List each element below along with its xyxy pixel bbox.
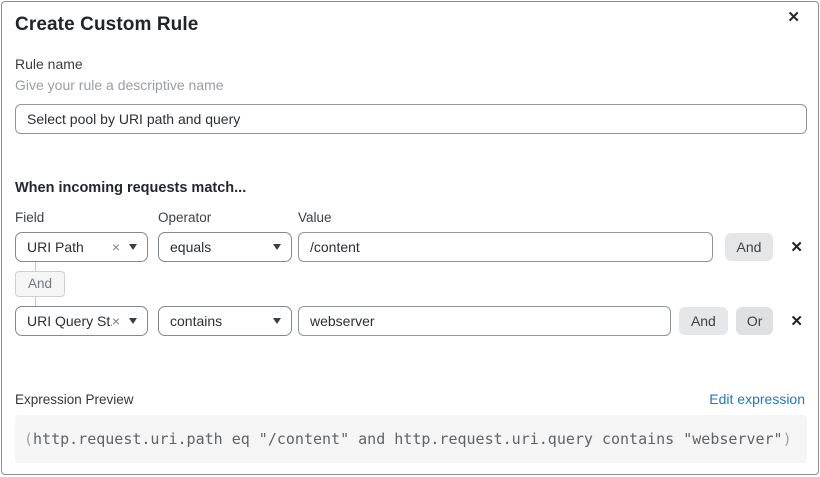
expression-section: Expression Preview Edit expression (http… <box>15 391 807 463</box>
delete-row-icon[interactable]: ✕ <box>790 238 803 256</box>
chevron-down-icon <box>273 244 281 250</box>
clear-icon[interactable]: × <box>111 313 120 329</box>
value-input[interactable] <box>298 306 671 336</box>
expression-body: http.request.uri.path eq "/content" and … <box>33 430 783 448</box>
and-button[interactable]: And <box>724 233 774 261</box>
or-button[interactable]: Or <box>735 307 774 335</box>
dialog-title: Create Custom Rule <box>15 14 199 35</box>
match-heading: When incoming requests match... <box>15 180 247 196</box>
value-column-label: Value <box>298 210 332 225</box>
operator-select[interactable]: contains <box>158 306 292 336</box>
and-connector-badge: And <box>15 271 66 297</box>
column-labels: Field Operator Value <box>15 210 805 226</box>
match-section: When incoming requests match... Field Op… <box>15 179 805 336</box>
operator-select[interactable]: equals <box>158 232 292 262</box>
and-button[interactable]: And <box>678 307 728 335</box>
operator-select-value: equals <box>170 239 212 255</box>
rule-name-label: Rule name <box>15 56 83 72</box>
connector-line <box>35 297 36 306</box>
dialog-header: Create Custom Rule ✕ <box>15 2 805 37</box>
condition-row: URI Query St... × contains And Or ✕ <box>15 306 805 336</box>
condition-row: URI Path × equals And ✕ <box>15 232 805 262</box>
connector-line <box>35 262 36 271</box>
connector: And <box>15 262 805 306</box>
open-paren: ( <box>24 430 34 448</box>
close-paren: ) <box>782 430 792 448</box>
expression-preview-code: (http.request.uri.path eq "/content" and… <box>15 415 807 463</box>
close-icon[interactable]: ✕ <box>783 6 804 29</box>
field-select[interactable]: URI Path × <box>15 232 148 262</box>
chevron-down-icon <box>129 318 137 324</box>
delete-row-icon[interactable]: ✕ <box>790 312 803 330</box>
field-select-value: URI Query St... <box>27 313 112 329</box>
operator-column-label: Operator <box>158 210 212 225</box>
rule-name-hint: Give your rule a descriptive name <box>15 77 224 93</box>
value-input[interactable] <box>298 232 713 262</box>
rule-name-input[interactable] <box>15 104 807 134</box>
field-column-label: Field <box>15 210 45 225</box>
chevron-down-icon <box>129 244 137 250</box>
clear-icon[interactable]: × <box>111 239 120 255</box>
expression-header: Expression Preview Edit expression <box>15 391 805 407</box>
field-select[interactable]: URI Query St... × <box>15 306 148 336</box>
edit-expression-link[interactable]: Edit expression <box>709 391 805 407</box>
operator-select-value: contains <box>170 313 223 329</box>
rule-name-section: Rule name Give your rule a descriptive n… <box>15 55 807 134</box>
expression-preview-label: Expression Preview <box>15 392 134 407</box>
field-select-value: URI Path <box>27 239 84 255</box>
chevron-down-icon <box>273 318 281 324</box>
